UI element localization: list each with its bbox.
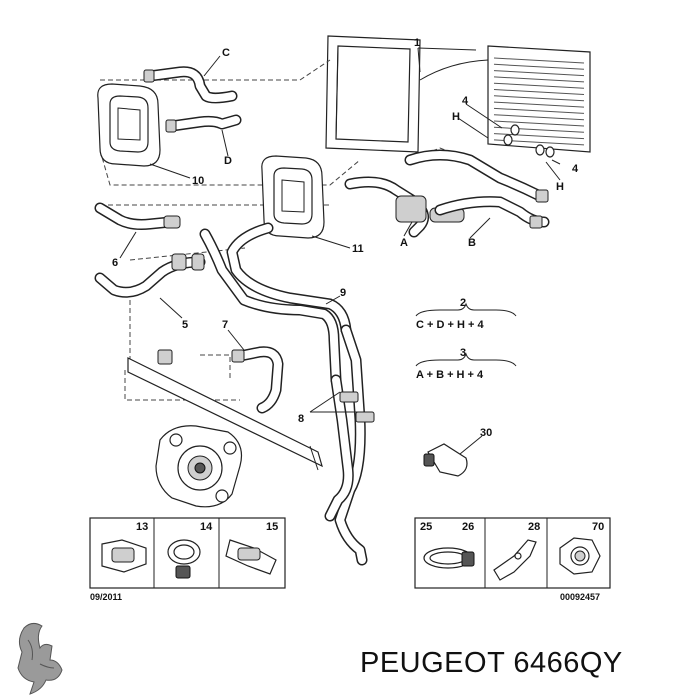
pipe-8 <box>324 324 375 566</box>
radiator-fin <box>493 82 585 89</box>
formula-2-expr: C + D + H + 4 <box>416 319 484 331</box>
box-label-13: 13 <box>136 521 148 533</box>
radiator-fin <box>493 114 585 121</box>
pipe-9 <box>199 222 352 386</box>
radiator-fin <box>493 57 585 64</box>
temperature-sensor-30 <box>423 443 468 477</box>
formula-3-expr: A + B + H + 4 <box>416 369 484 381</box>
kit-formula-2: 2 C + D + H + 4 <box>415 297 517 331</box>
radiator-fin <box>493 126 585 133</box>
clip-box-left: 13 14 15 <box>89 517 286 589</box>
hose-7 <box>231 346 284 414</box>
diagram-code: 00092457 <box>560 592 600 602</box>
radiator-fin <box>493 120 585 127</box>
water-pump-housing <box>155 425 243 508</box>
box-label-70: 70 <box>592 521 604 533</box>
callout-9: 9 <box>340 287 346 299</box>
box-label-14: 14 <box>200 521 213 533</box>
mounting-flange-11 <box>261 155 325 239</box>
callout-8: 8 <box>298 413 304 425</box>
formula-3-number: 3 <box>460 347 466 359</box>
callout-c: C <box>222 47 230 59</box>
callout-h-right: H <box>556 181 564 193</box>
hose-d <box>165 114 242 133</box>
hose-5 <box>94 253 206 298</box>
radiator-fin <box>493 76 585 83</box>
callout-6: 6 <box>112 257 118 269</box>
brand-part-number: PEUGEOT 6466QY <box>360 647 623 679</box>
hose-a <box>344 149 546 238</box>
radiator-fin <box>493 133 585 140</box>
hose-b <box>434 189 550 229</box>
callout-4-right: 4 <box>572 163 579 175</box>
hose-6 <box>94 202 181 230</box>
peugeot-lion-logo <box>17 622 63 695</box>
box-label-28: 28 <box>528 521 540 533</box>
radiator-fin <box>493 101 585 108</box>
callout-11: 11 <box>352 243 364 255</box>
radiator-fin <box>493 95 585 102</box>
radiator-fin <box>493 63 585 70</box>
radiator-fin <box>493 89 585 95</box>
callout-5: 5 <box>182 319 188 331</box>
formula-2-number: 2 <box>460 297 466 309</box>
o-ring-set <box>503 124 555 158</box>
callout-labels: 1 4 H 4 H C D 10 11 A B 6 5 7 9 8 30 <box>112 37 579 439</box>
callout-a: A <box>400 237 408 249</box>
heater-core-frame <box>325 35 421 153</box>
leader-lines <box>119 47 561 455</box>
coolant-rail <box>127 349 323 471</box>
callout-d: D <box>224 155 232 167</box>
radiator-fin <box>493 107 585 114</box>
callout-1: 1 <box>414 37 420 49</box>
mounting-flange-10 <box>97 83 161 167</box>
hose-c <box>143 66 238 104</box>
callout-10: 10 <box>192 175 204 187</box>
box-label-15: 15 <box>266 521 278 533</box>
diagram-date: 09/2011 <box>90 592 122 602</box>
box-label-25: 25 <box>420 521 432 533</box>
box-label-26: 26 <box>462 521 474 533</box>
radiator-fin <box>493 70 585 77</box>
kit-formula-3: 3 A + B + H + 4 <box>415 347 517 381</box>
callout-h-top: H <box>452 111 460 123</box>
callout-30: 30 <box>480 427 492 439</box>
clip-box-right: 25 26 28 70 <box>414 517 611 589</box>
callout-b: B <box>468 237 476 249</box>
callout-7: 7 <box>222 319 228 331</box>
callout-4-top: 4 <box>462 95 469 107</box>
